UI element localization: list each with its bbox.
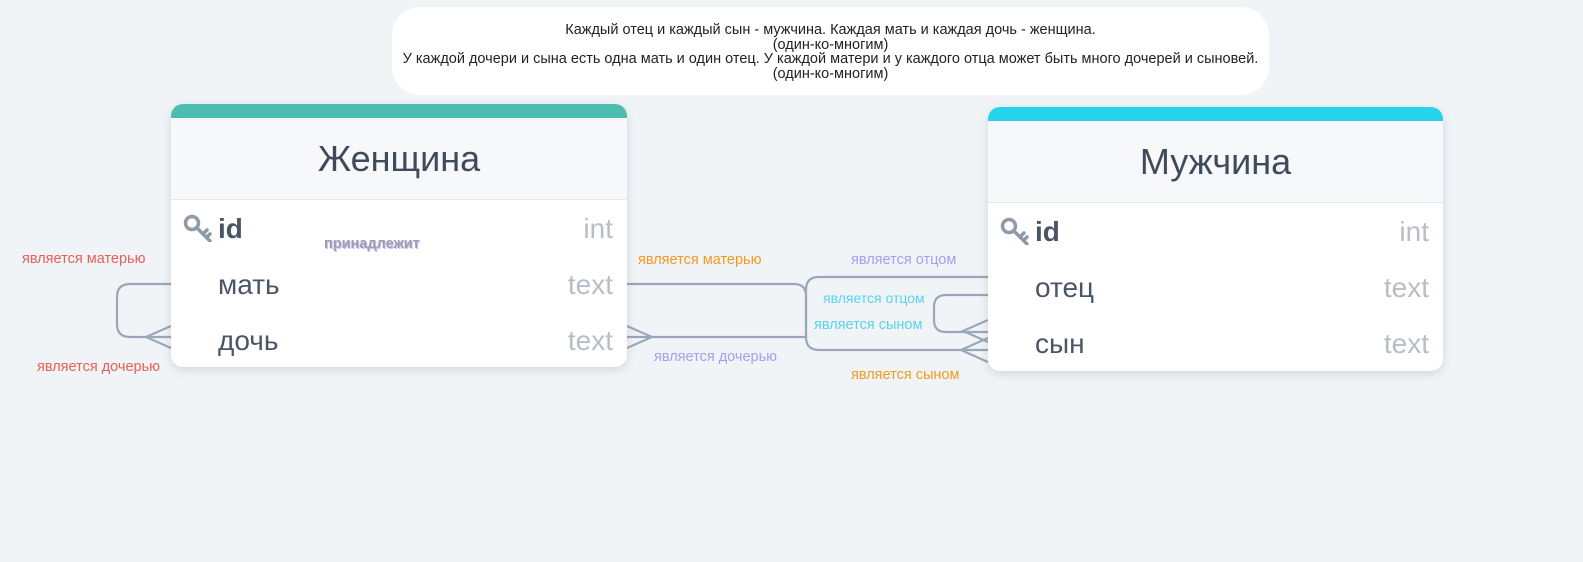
crowfoot-son-outer (958, 336, 989, 364)
note-line-3: У каждой дочери и сына есть одна мать и … (402, 51, 1259, 67)
relation-label-woman-mother[interactable]: является матерью (22, 251, 146, 267)
father-relation-line (804, 275, 988, 352)
field-name: отец (1035, 272, 1095, 303)
relation-label-mother[interactable]: является матерью (638, 252, 762, 268)
field-name: сын (1035, 328, 1085, 359)
field-name: id (218, 213, 243, 244)
field-name: id (1035, 216, 1060, 247)
field-name: дочь (218, 325, 279, 356)
entity-header-bar (988, 107, 1443, 121)
crowfoot-daughter (626, 324, 655, 350)
field-type: text (567, 269, 613, 300)
note-line-4: (один-ко-многим) (772, 65, 889, 82)
description-note: Каждый отец и каждый сын - мужчина. Кажд… (392, 7, 1269, 95)
crowfoot-son-inner (960, 318, 989, 344)
key-icon (1000, 217, 1029, 245)
entity-title: Мужчина (988, 121, 1443, 203)
field-row-father[interactable]: отец text (988, 259, 1443, 315)
relation-label-father-top[interactable]: является отцом (851, 252, 957, 268)
field-type: text (1383, 328, 1429, 359)
note-line-1: Каждый отец и каждый сын - мужчина. Кажд… (565, 22, 1096, 38)
field-row-mother[interactable]: мать text (171, 256, 627, 312)
field-type: int (1399, 216, 1429, 247)
relation-label-daughter[interactable]: является дочерью (654, 349, 778, 365)
entity-title: Женщина (171, 118, 627, 200)
crowfoot-woman-self (143, 324, 172, 350)
key-icon (183, 214, 212, 242)
field-name: мать (218, 269, 280, 300)
field-type: int (583, 213, 613, 244)
entity-woman[interactable]: Женщина id int мать text дочь text (171, 104, 627, 367)
note-line-2: (один-ко-многим) (772, 36, 889, 53)
entity-header-bar (171, 104, 627, 118)
field-type: text (1383, 272, 1429, 303)
relation-label-father-inner[interactable]: является отцом (823, 290, 925, 306)
entity-man[interactable]: Мужчина id int отец text сын text (988, 107, 1443, 371)
son-relation-line (932, 293, 988, 334)
field-row-id[interactable]: id int (988, 203, 1443, 259)
mother-relation-line (627, 282, 808, 339)
relation-label-woman-daughter[interactable]: является дочерью (37, 359, 161, 375)
field-type: text (567, 325, 613, 356)
relation-label-son-inner[interactable]: является сыном (814, 317, 923, 333)
self-relation-line-woman (115, 282, 171, 339)
relation-label-belongs[interactable]: принадлежит (324, 236, 420, 252)
field-row-son[interactable]: сын text (988, 315, 1443, 371)
field-row-daughter[interactable]: дочь text (171, 312, 627, 367)
field-row-id[interactable]: id int (171, 200, 627, 256)
relation-label-son-bottom[interactable]: является сыном (851, 367, 960, 383)
